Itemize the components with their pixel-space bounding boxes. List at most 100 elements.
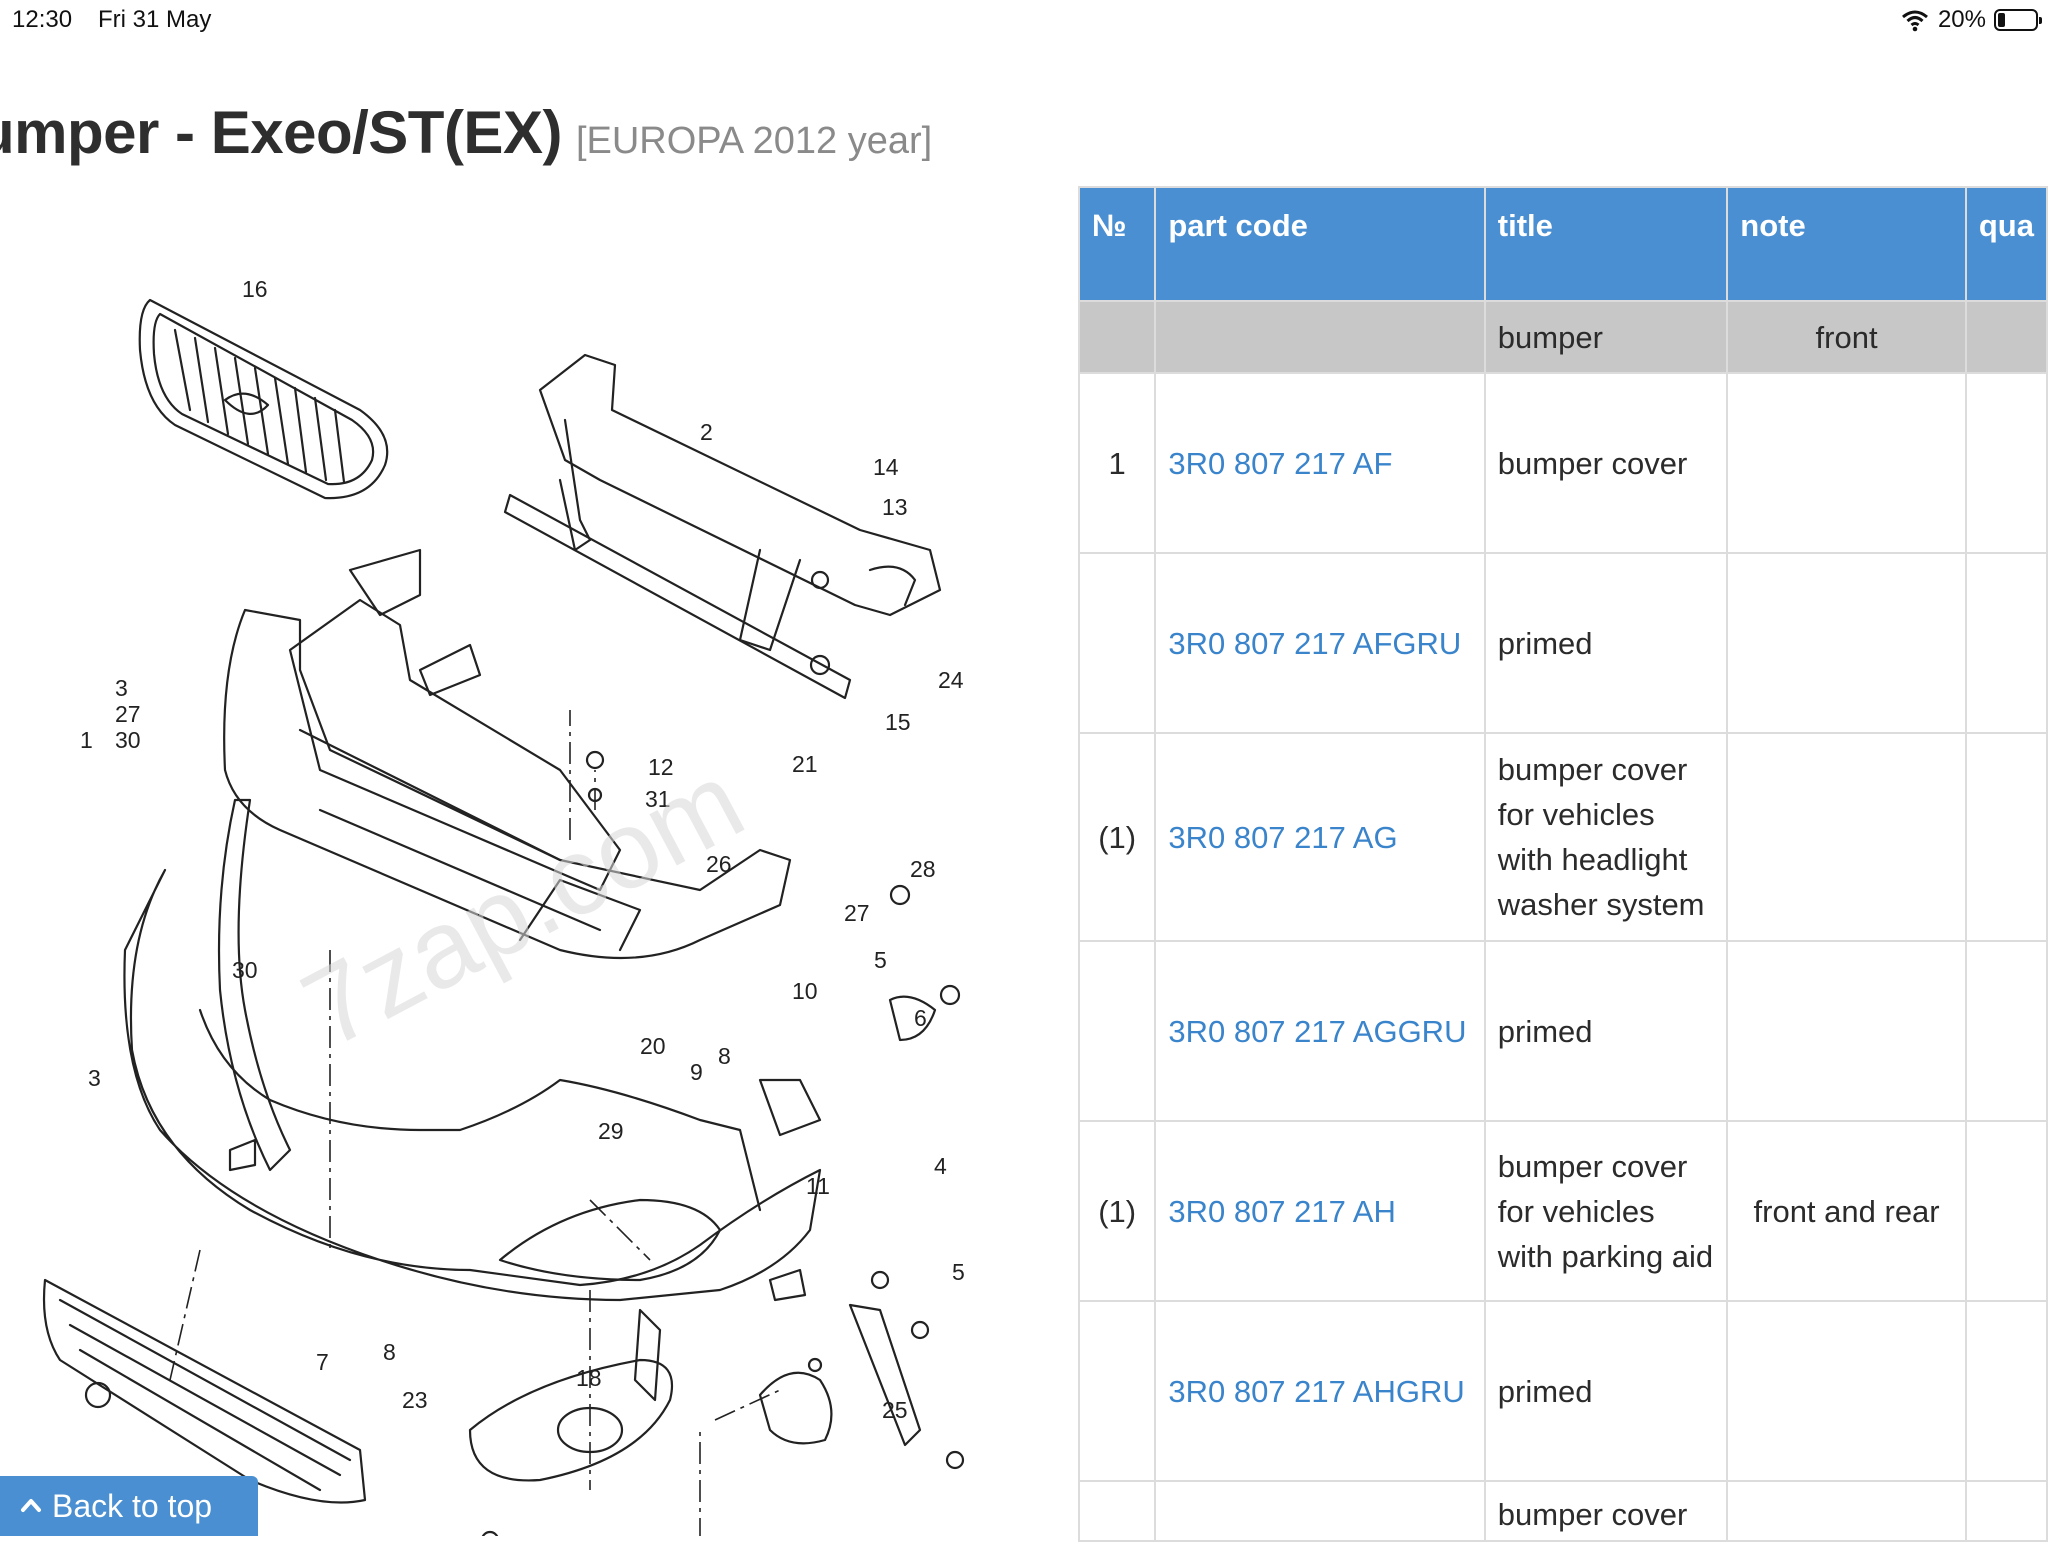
callout-30b: 30 bbox=[232, 957, 258, 983]
row-note bbox=[1726, 732, 1967, 942]
part-code-link[interactable]: 3R0 807 217 AH bbox=[1168, 1193, 1396, 1229]
row-note bbox=[1726, 552, 1967, 734]
parts-diagram: 16 2 14 13 3 27 30 1 24 15 12 31 21 28 2… bbox=[0, 250, 1000, 1542]
row-quantity bbox=[1964, 372, 2048, 554]
row-title: bumper cover bbox=[1483, 372, 1729, 554]
callout-8b: 8 bbox=[383, 1339, 396, 1365]
status-bar: 12:30 Fri 31 May 20% bbox=[0, 0, 2048, 40]
parts-diagram-drawing: 16 2 14 13 3 27 30 1 24 15 12 31 21 28 2… bbox=[42, 276, 965, 1542]
callout-labels: 16 2 14 13 3 27 30 1 24 15 12 31 21 28 2… bbox=[80, 276, 965, 1423]
part-code-link[interactable]: 3R0 807 217 AFGRU bbox=[1168, 625, 1462, 661]
callout-14: 14 bbox=[873, 454, 899, 480]
back-to-top-button[interactable]: Back to top bbox=[0, 1476, 258, 1536]
table-row: 3R0 807 217 AFGRU primed bbox=[1077, 552, 2048, 734]
battery-icon bbox=[1994, 9, 2042, 31]
grille-part bbox=[138, 298, 389, 500]
row-number bbox=[1077, 552, 1157, 734]
status-right: 20% bbox=[1900, 6, 2042, 34]
callout-5a: 5 bbox=[874, 947, 887, 973]
group-note: front bbox=[1726, 300, 1967, 374]
row-number bbox=[1077, 940, 1157, 1122]
part-code-link[interactable]: 3R0 807 217 AF bbox=[1168, 445, 1393, 481]
fog-frame-part bbox=[758, 1371, 833, 1445]
row-quantity bbox=[1964, 552, 2048, 734]
callout-23: 23 bbox=[402, 1387, 428, 1413]
callout-5b: 5 bbox=[952, 1259, 965, 1285]
header-title: title bbox=[1483, 186, 1729, 302]
row-title-line: for vehicles bbox=[1497, 1193, 1655, 1229]
row-number: (1) bbox=[1077, 1120, 1157, 1302]
callout-21: 21 bbox=[792, 751, 818, 777]
row-title-line: for vehicles bbox=[1497, 797, 1655, 832]
row-title: bumper cover for vehicles with parking a… bbox=[1483, 1120, 1729, 1302]
page-title-subtitle: [EUROPA 2012 year] bbox=[575, 120, 933, 162]
row-title-line: washer system bbox=[1497, 887, 1705, 922]
callout-8a: 8 bbox=[718, 1043, 731, 1069]
row-title: bumper cover bbox=[1483, 1480, 1729, 1542]
row-note: front and rear bbox=[1726, 1120, 1967, 1302]
row-title: bumper cover for vehicles with headlight… bbox=[1483, 732, 1729, 942]
row-note bbox=[1726, 372, 1967, 554]
row-title-line: with parking aid bbox=[1497, 1238, 1714, 1274]
back-to-top-label: Back to top bbox=[52, 1487, 213, 1524]
callout-18: 18 bbox=[576, 1365, 602, 1391]
header-note: note bbox=[1726, 186, 1967, 302]
row-title-line: bumper cover bbox=[1497, 752, 1688, 787]
table-header-row: № part code title note qua bbox=[1077, 186, 2048, 302]
lower-grille-part bbox=[42, 1278, 367, 1504]
callout-27b: 27 bbox=[844, 900, 870, 926]
part-code-link[interactable]: 3R0 807 217 AGGRU bbox=[1168, 1013, 1467, 1049]
parts-table: № part code title note qua bumper front … bbox=[1077, 186, 2048, 1542]
table-row: 1 3R0 807 217 AF bumper cover bbox=[1077, 372, 2048, 554]
table-row: bumper cover bbox=[1077, 1480, 2048, 1542]
callout-2: 2 bbox=[700, 419, 713, 445]
callout-7: 7 bbox=[316, 1349, 329, 1375]
status-date: Fri 31 May bbox=[98, 6, 212, 33]
callout-1: 1 bbox=[80, 727, 93, 753]
row-title: primed bbox=[1483, 1300, 1729, 1482]
callout-10: 10 bbox=[792, 978, 818, 1004]
row-number bbox=[1077, 1480, 1157, 1542]
row-number: (1) bbox=[1077, 732, 1157, 942]
table-row: 3R0 807 217 AGGRU primed bbox=[1077, 940, 2048, 1122]
group-title: bumper bbox=[1483, 300, 1729, 374]
fog-grille-part bbox=[468, 1358, 674, 1482]
part-code-link[interactable]: 3R0 807 217 AG bbox=[1168, 819, 1398, 855]
callout-12: 12 bbox=[648, 754, 674, 780]
row-note bbox=[1726, 1480, 1967, 1542]
callout-24: 24 bbox=[938, 667, 964, 693]
callout-29: 29 bbox=[598, 1118, 624, 1144]
callout-3b: 3 bbox=[88, 1065, 101, 1091]
bumper-cover-part bbox=[123, 798, 822, 1302]
callout-26: 26 bbox=[706, 851, 732, 877]
wifi-icon bbox=[1901, 10, 1928, 32]
callout-3a: 3 bbox=[115, 675, 128, 701]
row-quantity bbox=[1964, 1480, 2048, 1542]
header-part-code: part code bbox=[1154, 186, 1486, 302]
bracket-part bbox=[848, 1303, 922, 1447]
row-quantity bbox=[1964, 1300, 2048, 1482]
callout-20: 20 bbox=[640, 1033, 666, 1059]
header-quantity: qua bbox=[1964, 186, 2048, 302]
callout-4: 4 bbox=[934, 1153, 947, 1179]
row-number bbox=[1077, 1300, 1157, 1482]
callout-25: 25 bbox=[882, 1397, 908, 1423]
callout-30a: 30 bbox=[115, 727, 141, 753]
crossmember-part bbox=[503, 353, 942, 700]
page-title: umper - Exeo/ST(EX)[EUROPA 2012 year] bbox=[0, 98, 932, 167]
callout-9: 9 bbox=[690, 1059, 703, 1085]
row-quantity bbox=[1964, 732, 2048, 942]
row-title: primed bbox=[1483, 940, 1729, 1122]
row-note bbox=[1726, 1300, 1967, 1482]
table-row: (1) 3R0 807 217 AG bumper cover for vehi… bbox=[1077, 732, 2048, 942]
status-time: 12:30 bbox=[12, 6, 73, 33]
callout-13: 13 bbox=[882, 494, 908, 520]
table-row: (1) 3R0 807 217 AH bumper cover for vehi… bbox=[1077, 1120, 2048, 1302]
row-title-line: with headlight bbox=[1497, 842, 1688, 877]
callout-15: 15 bbox=[885, 709, 911, 735]
callout-6: 6 bbox=[914, 1005, 927, 1031]
row-note bbox=[1726, 940, 1967, 1122]
part-code-link[interactable]: 3R0 807 217 AHGRU bbox=[1168, 1373, 1465, 1409]
chevron-up-icon bbox=[21, 1499, 41, 1512]
row-quantity bbox=[1964, 940, 2048, 1122]
